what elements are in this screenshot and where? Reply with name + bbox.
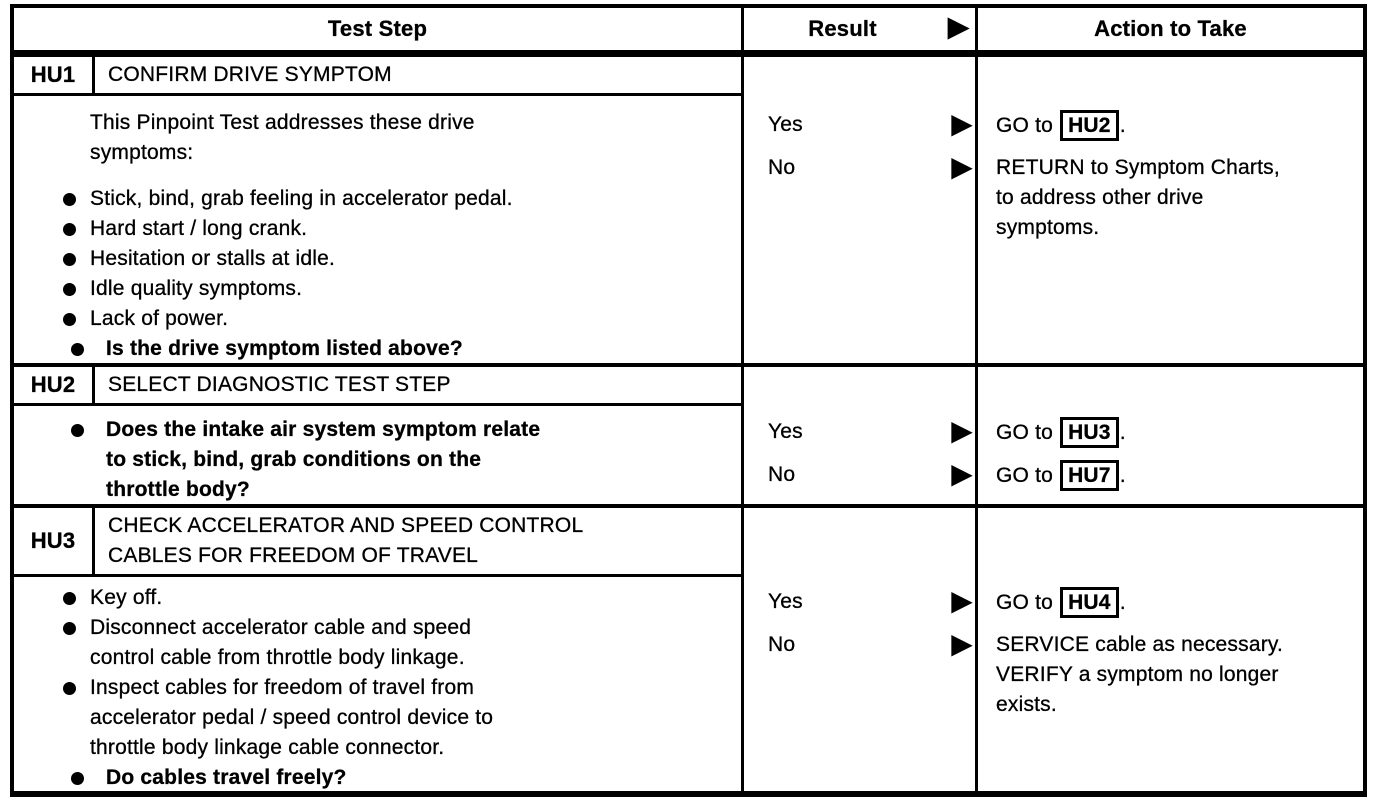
result-label: No [768,463,796,486]
step-ref-box: HU3 [1060,417,1119,448]
bullet-item: Key off. [63,583,741,613]
step-id-label: HU2 [14,367,95,403]
bullet-text: Is the drive symptom listed above? [106,337,463,360]
bullet-item: Is the drive symptom listed above? [71,334,741,363]
result-cell: No ▶ [744,460,975,491]
bullet-icon [63,223,76,236]
bullet-icon [63,682,76,695]
test-step-row-hu1: HU1 CONFIRM DRIVE SYMPTOM This Pinpoint Te… [14,53,1363,363]
test-step-cell: HU2 SELECT DIAGNOSTIC TEST STEP Does the i… [14,367,741,504]
bullet-icon [63,283,76,296]
step-id-label: HU3 [14,508,95,574]
action-cell: GO to HU4. [975,587,1363,618]
result-arrow-icon: ▶ [947,11,970,43]
result-label: No [768,633,796,656]
action-column-header: Action to Take [1094,16,1247,41]
bullet-text: Lack of power. [90,307,229,330]
bullet-icon [63,253,76,266]
bullet-item: Inspect cables for freedom of travel fro… [63,673,741,763]
result-label: Yes [768,420,803,443]
action-cell: SERVICE cable as necessary. VERIFY a sym… [996,633,1284,716]
bullet-text: Key off. [90,586,163,609]
action-cell: RETURN to Symptom Charts, to address oth… [996,156,1280,239]
column-divider [741,367,744,504]
bullet-text: Hesitation or stalls at idle. [90,247,336,270]
result-cell: Yes ▶ [744,587,975,618]
test-step-cell: HU1 CONFIRM DRIVE SYMPTOM This Pinpoint Te… [14,57,741,363]
pinpoint-test-table: Test Step Result ▶ Action to Take HU1 CON… [10,4,1367,797]
column-divider [741,508,744,791]
outcomes-area: Yes ▶GO to HU4. No ▶ SERVICE cable as necess… [744,508,1363,791]
table-rows: HU1 CONFIRM DRIVE SYMPTOM This Pinpoint Te… [14,53,1363,791]
bullet-icon [71,343,84,356]
step-header-box: HU1 CONFIRM DRIVE SYMPTOM [14,57,741,96]
bullet-item: Idle quality symptoms. [63,274,741,304]
step-body: Does the intake air system symptom relat… [14,406,741,504]
bullet-text: Inspect cables for freedom of travel fro… [90,676,494,759]
bullet-item: Hesitation or stalls at idle. [63,244,741,274]
column-divider [741,8,744,50]
action-cell: GO to HU3. [975,417,1363,448]
table-header-row: Test Step Result ▶ Action to Take [14,8,1363,53]
step-body: This Pinpoint Test addresses these drive… [14,96,741,363]
result-cell: No ▶ [744,153,975,243]
bullet-item: Stick, bind, grab feeling in accelerator… [63,184,741,214]
column-divider [975,57,978,363]
bullet-icon [71,424,84,437]
result-arrow-icon: ▶ [951,415,973,446]
result-cell: Yes ▶ [744,417,975,448]
result-arrow-icon: ▶ [951,151,973,182]
outcomes-area: Yes ▶GO to HU3. No ▶GO to HU7. [744,367,1363,504]
bullet-icon [71,772,84,785]
bullet-item: Lack of power. [63,304,741,334]
step-ref-box: HU7 [1060,460,1119,491]
bullet-icon [63,313,76,326]
step-body: Key off. Disconnect accelerator cable and… [14,577,741,791]
bullet-text: Does the intake air system symptom relat… [106,418,541,501]
bullet-text: Hard start / long crank. [90,217,308,240]
test-step-column-header: Test Step [327,16,428,41]
bullet-item: Hard start / long crank. [63,214,741,244]
result-arrow-icon: ▶ [951,628,973,659]
step-id-label: HU1 [14,57,95,93]
bullet-text: Idle quality symptoms. [90,277,303,300]
bullet-item: Disconnect accelerator cable and speed c… [63,613,741,673]
result-column-header: Result ▶ [744,8,975,50]
outcomes-area: Yes ▶GO to HU2. No ▶ RETURN to Symptom Chart… [744,57,1363,363]
bullet-item: Do cables travel freely? [71,763,741,791]
bullet-text: Do cables travel freely? [106,766,347,789]
result-arrow-icon: ▶ [951,585,973,616]
step-title: CONFIRM DRIVE SYMPTOM [108,63,392,86]
result-column-header-label: Result [808,16,877,41]
bullet-icon [63,622,76,635]
result-label: Yes [768,590,803,613]
step-intro-text: This Pinpoint Test addresses these drive… [90,111,475,164]
test-step-row-hu2: HU2 SELECT DIAGNOSTIC TEST STEP Does the i… [14,363,1363,504]
column-divider [975,367,978,504]
action-cell: GO to HU2. [975,110,1363,141]
result-cell: No ▶ [744,630,975,720]
column-divider [975,508,978,791]
bullet-icon [63,592,76,605]
step-title: SELECT DIAGNOSTIC TEST STEP [108,373,451,396]
bullet-text: Stick, bind, grab feeling in accelerator… [90,187,513,210]
column-divider [975,8,978,50]
action-cell: GO to HU7. [975,460,1363,491]
step-header-box: HU2 SELECT DIAGNOSTIC TEST STEP [14,367,741,406]
bullet-item: Does the intake air system symptom relat… [71,415,741,504]
step-ref-box: HU4 [1060,587,1119,618]
result-arrow-icon: ▶ [951,458,973,489]
bullet-text: Disconnect accelerator cable and speed c… [90,616,472,669]
result-label: No [768,156,796,179]
bullet-icon [63,193,76,206]
result-cell: Yes ▶ [744,110,975,141]
result-arrow-icon: ▶ [951,108,973,139]
column-divider [741,57,744,363]
step-ref-box: HU2 [1060,110,1119,141]
step-title: CHECK ACCELERATOR AND SPEED CONTROL CABL… [108,514,584,567]
result-label: Yes [768,113,803,136]
